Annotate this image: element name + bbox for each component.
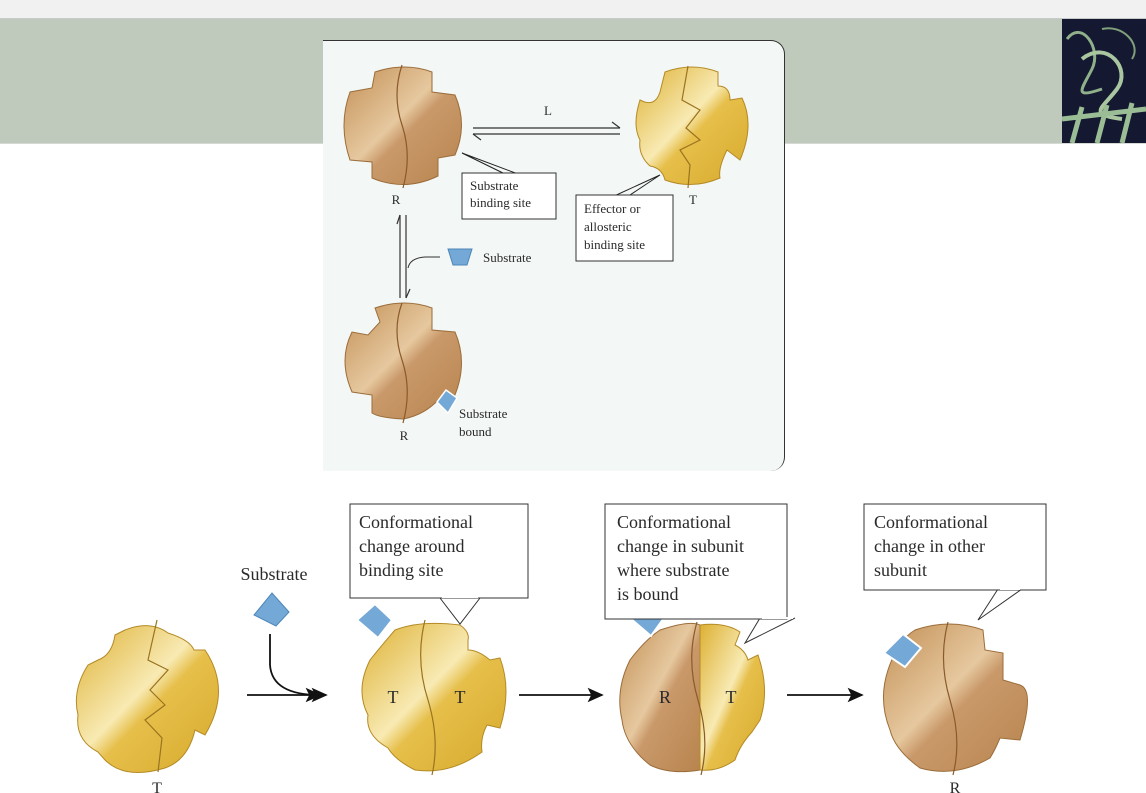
- protein-step-4-r: [882, 621, 1028, 776]
- step-2-subunit-left: T: [388, 687, 399, 707]
- equilibrium-arrows: [472, 121, 621, 141]
- callout-step-2: [349, 503, 529, 625]
- protein-step-1-t: [75, 619, 219, 773]
- substrate-label-top: Substrate: [483, 250, 532, 265]
- protein-t-state-free: [635, 65, 749, 189]
- callout-step-4: [863, 503, 1047, 621]
- protein-ribbon-image: [1062, 19, 1146, 143]
- substrate-icon-top: [447, 248, 473, 266]
- callout-substrate-binding-site: [461, 152, 557, 220]
- callout-effector-site-text: Effector or allosteric binding site: [584, 201, 645, 252]
- callout-substrate-binding-site-text: Substrate binding site: [470, 178, 531, 210]
- protein-step-2-tt: [355, 602, 507, 776]
- step-1-label: T: [152, 780, 162, 793]
- step-3-subunit-right: T: [726, 687, 737, 707]
- substrate-bound-label: Substrate bound: [459, 406, 511, 439]
- top-bar: [0, 0, 1146, 19]
- state-label-t-top: T: [689, 192, 697, 207]
- callout-step-3-text: Conformational change in subunit where s…: [617, 512, 748, 604]
- substrate-label-bottom: Substrate: [241, 564, 308, 584]
- binding-arrows-vertical: [396, 214, 440, 299]
- step-3-subunit-left: R: [659, 687, 671, 707]
- protein-step-3-rt: [619, 601, 766, 776]
- step-4-label: R: [950, 780, 961, 793]
- substrate-binding-arrow: [269, 634, 322, 703]
- callout-step-4-text: Conformational change in other subunit: [874, 512, 992, 580]
- step-2-subunit-right: T: [455, 687, 466, 707]
- state-label-r-bound: R: [400, 428, 409, 443]
- callout-step-3: [604, 503, 796, 645]
- substrate-icon-bottom: [253, 592, 290, 627]
- state-label-r-top: R: [392, 192, 401, 207]
- protein-r-state-bound: [344, 302, 462, 424]
- callout-step-2-text: Conformational change around binding sit…: [359, 512, 477, 580]
- callout-effector-site: [575, 174, 674, 262]
- equilibrium-constant-label: L: [544, 103, 552, 118]
- protein-r-state-free: [343, 64, 462, 189]
